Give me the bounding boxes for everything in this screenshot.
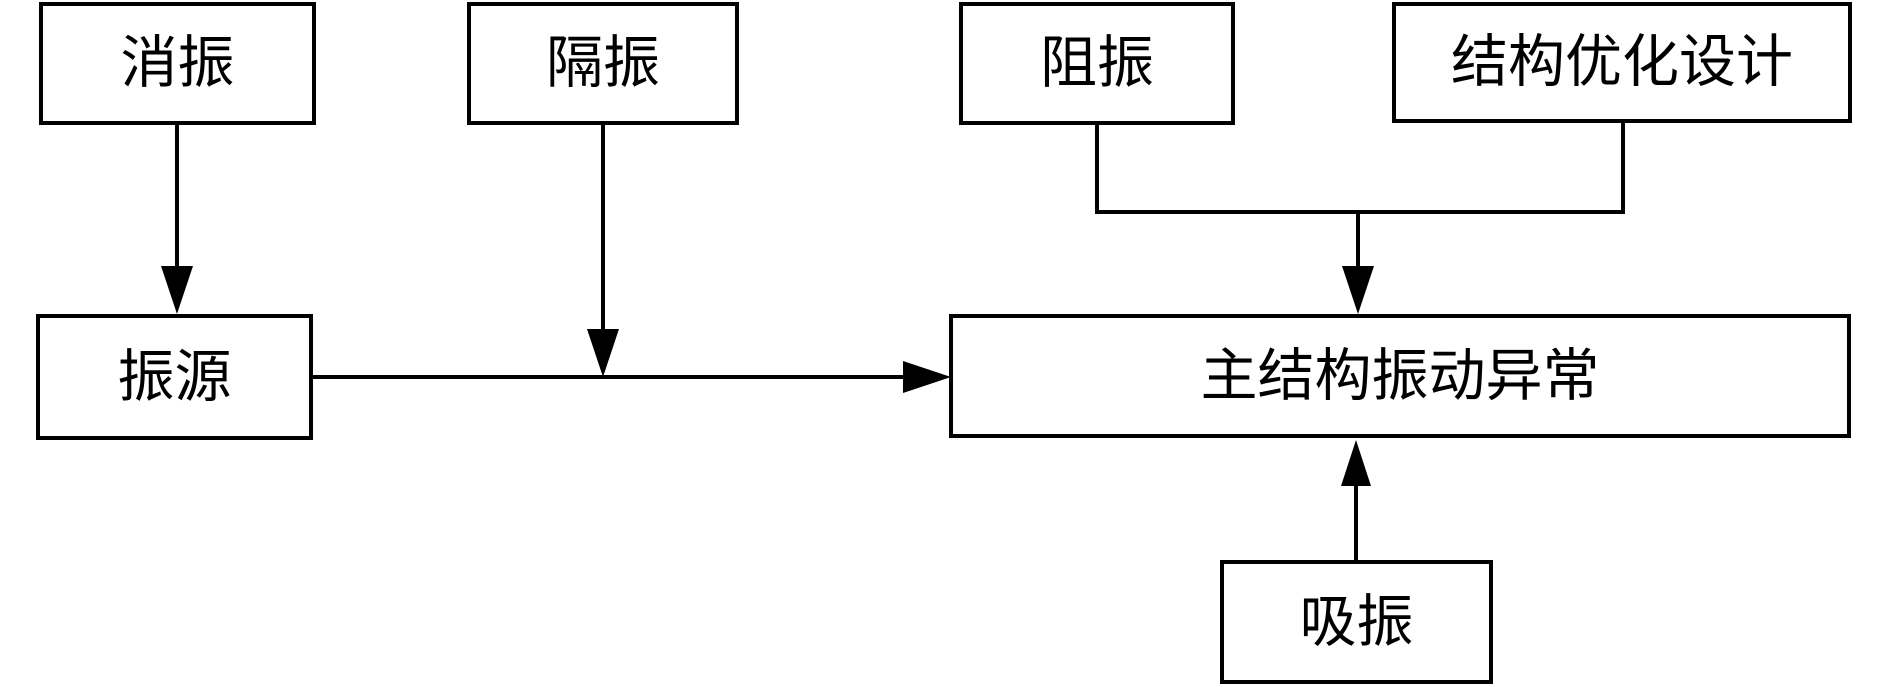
node-main-structure-vibration-label: 主结构振动异常 [1200, 344, 1600, 408]
node-xiaozhen-label: 消振 [120, 32, 235, 95]
arrow-xiaozhen-to-zhenyuan [161, 125, 193, 314]
node-zhenyuan: 振源 [36, 314, 313, 440]
node-jiegou-youhua-sheji: 结构优化设计 [1392, 2, 1852, 123]
node-gezhen-label: 隔振 [546, 32, 660, 95]
arrow-gezhen-to-link-line [587, 125, 619, 377]
node-zhenyuan-label: 振源 [117, 345, 232, 409]
arrow-merge-to-main [1342, 210, 1374, 314]
node-xizhen: 吸振 [1220, 560, 1493, 684]
arrow-zhenyuan-to-main [313, 361, 951, 393]
node-gezhen: 隔振 [467, 2, 739, 125]
node-jiegou-youhua-sheji-label: 结构优化设计 [1451, 31, 1793, 94]
node-zuzhen-label: 阻振 [1040, 32, 1154, 95]
connector-zuzhen-jiegou-merge [1095, 123, 1625, 214]
arrow-xizhen-to-main [1341, 440, 1371, 561]
node-main-structure-vibration: 主结构振动异常 [949, 314, 1851, 438]
node-xizhen-label: 吸振 [1299, 590, 1414, 654]
node-xiaozhen: 消振 [39, 2, 316, 125]
node-zuzhen: 阻振 [959, 2, 1235, 125]
